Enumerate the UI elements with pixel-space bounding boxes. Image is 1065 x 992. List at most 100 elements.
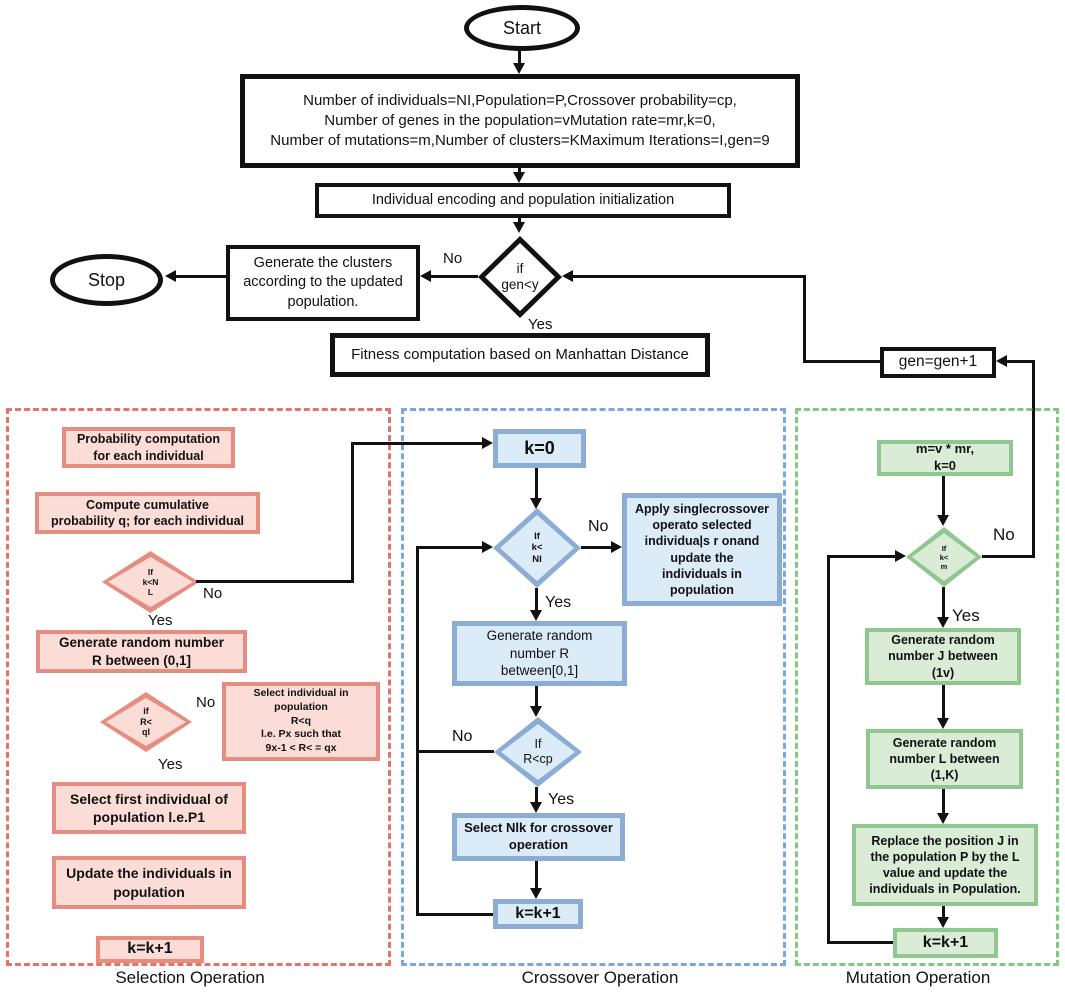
connector-line: [1006, 360, 1035, 363]
selection-k-decision-diamond: If k<N L: [102, 551, 199, 613]
arrowhead: [937, 515, 949, 526]
connector-line: [1032, 362, 1035, 557]
k-increment-box-mutation: k=k+1: [893, 928, 998, 958]
connector-line: [518, 168, 521, 174]
arrowhead: [420, 270, 431, 282]
mutation-k-decision-text: If k< m: [939, 543, 949, 571]
generate-random-j-box: Generate random number J between (1v): [865, 628, 1021, 685]
arrowhead: [937, 617, 949, 628]
update-individuals-box-selection: Update the individuals in population: [52, 856, 246, 909]
gen-yes-label: Yes: [528, 316, 553, 333]
connector-line: [418, 750, 494, 753]
arrowhead: [482, 437, 493, 449]
cumulative-probability-box: Compute cumulative probability q; for ea…: [35, 492, 260, 534]
connector-line: [535, 787, 538, 804]
selection-r-no-label: No: [196, 694, 216, 711]
parameters-box: Number of individuals=NI,Population=P,Cr…: [240, 74, 800, 168]
connector-line: [827, 941, 893, 944]
connector-line: [518, 218, 521, 222]
arrowhead: [513, 172, 525, 183]
connector-line: [430, 275, 478, 278]
arrowhead: [895, 550, 906, 562]
generate-random-r-box-crossover: Generate random number R between[0,1]: [452, 621, 627, 686]
connector-line: [942, 906, 945, 918]
arrowhead: [530, 610, 542, 621]
selection-section-label: Selection Operation: [115, 968, 265, 987]
selection-r-decision-text: if R< ql: [140, 705, 152, 738]
arrowhead: [165, 270, 176, 282]
stop-terminator: Stop: [50, 254, 163, 306]
crossover-k-decision-diamond: If k< NI: [493, 508, 581, 588]
apply-crossover-box: Apply singlecrossover operato selected i…: [622, 493, 782, 606]
connector-line: [942, 587, 945, 618]
connector-line: [351, 442, 354, 583]
arrowhead: [996, 355, 1007, 367]
generate-random-l-box: Generate random number L between (1,K): [866, 729, 1023, 789]
crossover-k-yes-label: Yes: [545, 594, 572, 611]
arrowhead: [530, 888, 542, 899]
clusters-box: Generate the clusters according to the u…: [226, 245, 420, 321]
connector-line: [196, 580, 353, 583]
connector-line: [982, 555, 1035, 558]
k-init-box-crossover: k=0: [493, 429, 586, 468]
connector-line: [827, 555, 830, 943]
mutation-section-frame: [795, 408, 1059, 966]
crossover-cp-no-label: No: [452, 728, 473, 745]
connector-line: [942, 476, 945, 516]
crossover-k-decision-text: If k< NI: [531, 530, 543, 565]
connector-line: [175, 275, 226, 278]
selection-r-decision-diamond: if R< ql: [100, 692, 192, 752]
crossover-cp-yes-label: Yes: [548, 791, 575, 808]
connector-line: [573, 275, 805, 278]
crossover-cp-decision-diamond: If R<cp: [494, 717, 582, 787]
replace-position-box: Replace the position J in the population…: [852, 824, 1038, 906]
mutation-k-yes-label: Yes: [952, 606, 980, 625]
selection-k-yes-label: Yes: [148, 612, 173, 629]
arrowhead: [562, 270, 573, 282]
connector-line: [581, 546, 612, 549]
select-first-individual-box: Select first individual of population l.…: [52, 782, 246, 834]
generate-random-r-box-selection: Generate random number R between (0,1]: [36, 630, 247, 673]
arrowhead: [530, 802, 542, 813]
mutation-init-box: m=v * mr, k=0: [877, 440, 1013, 476]
arrowhead: [611, 541, 622, 553]
arrowhead: [513, 222, 525, 233]
crossover-cp-decision-text: If R<cp: [523, 737, 553, 766]
connector-line: [827, 555, 896, 558]
connector-line: [942, 685, 945, 719]
arrowhead: [530, 498, 542, 509]
gen-no-label: No: [443, 250, 463, 267]
gen-decision-diamond: if gen<y: [478, 236, 562, 318]
gen-increment-box: gen=gen+1: [880, 347, 996, 378]
connector-line: [518, 49, 521, 64]
connector-line: [803, 275, 806, 363]
arrowhead: [482, 541, 493, 553]
k-increment-box-selection: k=k+1: [96, 936, 204, 963]
connector-line: [805, 360, 880, 363]
crossover-k-no-label: No: [588, 518, 609, 535]
connector-line: [942, 789, 945, 814]
arrowhead: [937, 718, 949, 729]
arrowhead: [937, 917, 949, 928]
arrowhead: [530, 706, 542, 717]
select-individual-box: Select individual in population R<q l.e.…: [222, 682, 380, 761]
mutation-section-label: Mutation Operation: [845, 968, 991, 987]
connector-line: [535, 468, 538, 500]
crossover-section-frame: [401, 408, 786, 966]
selection-k-no-label: No: [203, 585, 223, 602]
start-terminator: Start: [464, 5, 580, 51]
arrowhead: [513, 63, 525, 74]
selection-k-decision-text: If k<N L: [142, 566, 159, 598]
selection-section-frame: [6, 408, 391, 966]
selection-r-yes-label: Yes: [158, 756, 183, 773]
arrowhead: [937, 813, 949, 824]
select-nlk-box: Select Nlk for crossover operation: [452, 813, 625, 861]
connector-line: [535, 686, 538, 707]
mutation-k-decision-diamond: If k< m: [906, 527, 982, 587]
connector-line: [416, 546, 419, 916]
connector-line: [416, 546, 483, 549]
crossover-section-label: Crossover Operation: [521, 968, 679, 987]
connector-line: [535, 588, 538, 611]
connector-line: [351, 442, 483, 445]
